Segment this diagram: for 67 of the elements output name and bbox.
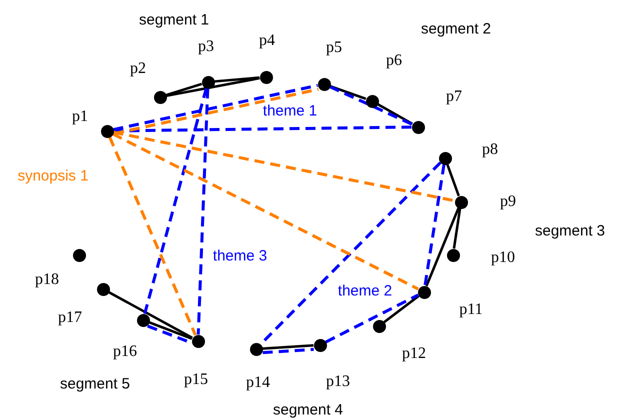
point-label: p16 — [113, 343, 137, 361]
point-dot — [100, 124, 114, 138]
connector-line — [262, 344, 314, 350]
connector-line — [148, 321, 192, 340]
point-label: p17 — [58, 309, 82, 327]
point-dot — [314, 338, 326, 352]
point-label: p12 — [402, 345, 426, 363]
connector-line — [425, 208, 460, 286]
connector-line — [262, 348, 314, 354]
connector-line — [446, 164, 460, 196]
point-label: p10 — [491, 249, 515, 267]
point-dot — [202, 76, 214, 88]
point-dot — [412, 120, 424, 134]
connector-line — [383, 294, 420, 324]
connector-line — [143, 88, 208, 314]
point-dot — [260, 70, 272, 84]
point-dot — [318, 78, 330, 90]
point-label: p13 — [326, 373, 350, 391]
point-dot — [192, 334, 204, 348]
connector-line — [166, 82, 202, 96]
point-dot — [154, 90, 166, 104]
group-label: theme 2 — [338, 282, 392, 300]
connector-line — [196, 88, 210, 335]
point-label: p11 — [459, 301, 483, 319]
group-label: segment 2 — [420, 20, 492, 38]
point-label: p9 — [500, 193, 516, 211]
point-label: p2 — [130, 60, 146, 78]
point-label: p5 — [326, 39, 342, 57]
group-label: synopsis 1 — [18, 168, 88, 184]
connector-line — [329, 85, 413, 126]
point-label: p3 — [198, 38, 214, 56]
point-dot — [454, 196, 468, 208]
connector-line — [113, 130, 455, 202]
group-label: segment 3 — [534, 222, 606, 240]
point-dot — [366, 94, 378, 108]
group-label: theme 3 — [212, 248, 268, 264]
point-dot — [372, 320, 386, 332]
connector-line — [325, 294, 419, 344]
connector-line — [214, 76, 260, 83]
point-label: p7 — [446, 88, 462, 106]
connector-line — [166, 76, 260, 98]
connector-line — [108, 136, 197, 336]
point-label: p1 — [72, 108, 88, 126]
point-dot — [438, 152, 452, 164]
point-label: p4 — [259, 32, 275, 50]
connector-line — [377, 103, 413, 125]
point-dot — [250, 342, 262, 356]
group-label: segment 5 — [60, 376, 130, 392]
point-dot — [136, 314, 150, 326]
point-label: p8 — [482, 141, 498, 159]
connector-line — [424, 164, 446, 286]
point-dot — [446, 248, 460, 262]
point-label: p15 — [184, 371, 208, 389]
group-label: segment 1 — [138, 12, 210, 28]
group-label: theme 1 — [262, 102, 318, 120]
connector-line — [113, 126, 412, 132]
point-dot — [418, 286, 430, 298]
point-dot — [72, 248, 86, 262]
point-label: p18 — [35, 271, 59, 289]
group-label: segment 4 — [272, 402, 344, 418]
connector-line — [112, 132, 419, 290]
point-label: p6 — [386, 52, 402, 70]
connector-line — [108, 291, 193, 339]
point-label: p14 — [246, 374, 270, 392]
point-dot — [96, 282, 110, 296]
connector-line — [452, 208, 462, 249]
connector-line — [330, 85, 366, 100]
